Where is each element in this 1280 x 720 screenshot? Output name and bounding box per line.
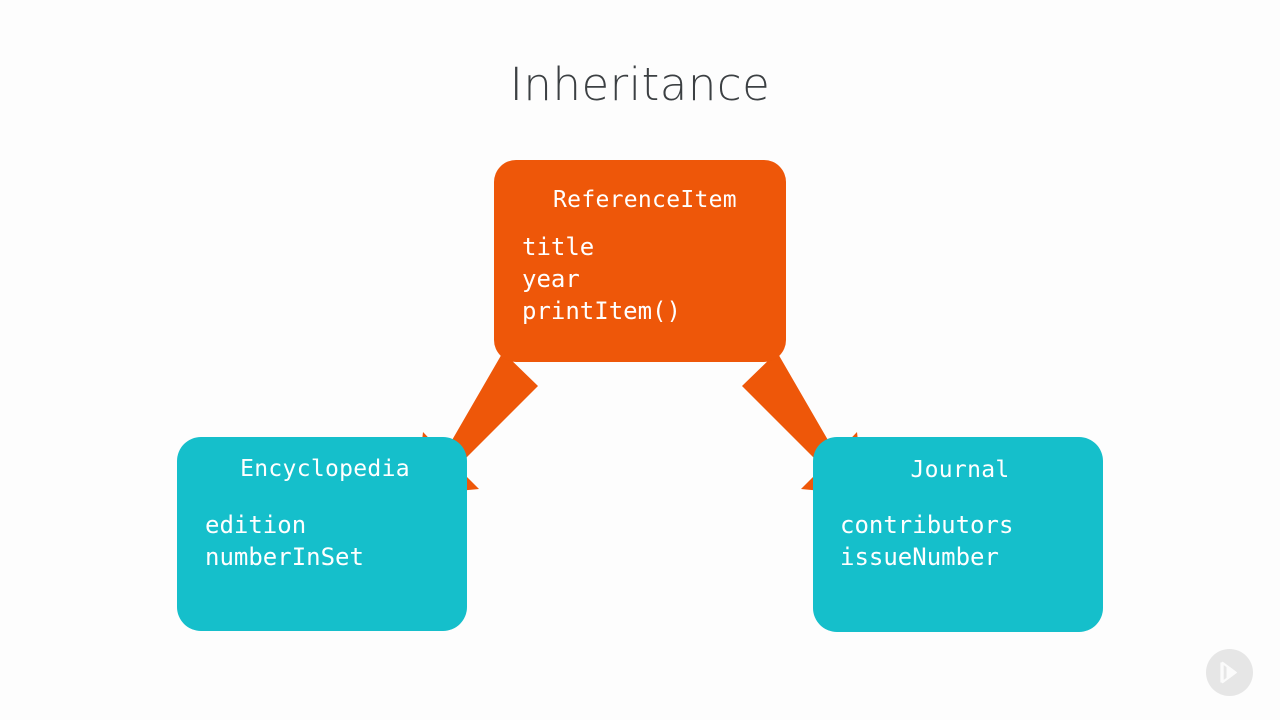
class-title-encyclopedia: Encyclopedia [240,456,410,482]
watermark-badge [1206,649,1253,696]
play-forward-icon [1220,661,1238,684]
page-title: Inheritance [509,58,771,111]
class-members-journal: contributors issueNumber [840,511,1014,571]
class-box-encyclopedia[interactable]: Encyclopedia edition numberInSet [177,437,467,631]
class-title-referenceitem: ReferenceItem [553,187,737,213]
class-members-referenceitem: title year printItem() [522,233,681,325]
class-title-journal: Journal [910,457,1010,483]
class-box-journal[interactable]: Journal contributors issueNumber [813,437,1103,632]
class-members-encyclopedia: edition numberInSet [205,511,364,571]
class-box-referenceitem[interactable]: ReferenceItem title year printItem() [494,160,786,362]
